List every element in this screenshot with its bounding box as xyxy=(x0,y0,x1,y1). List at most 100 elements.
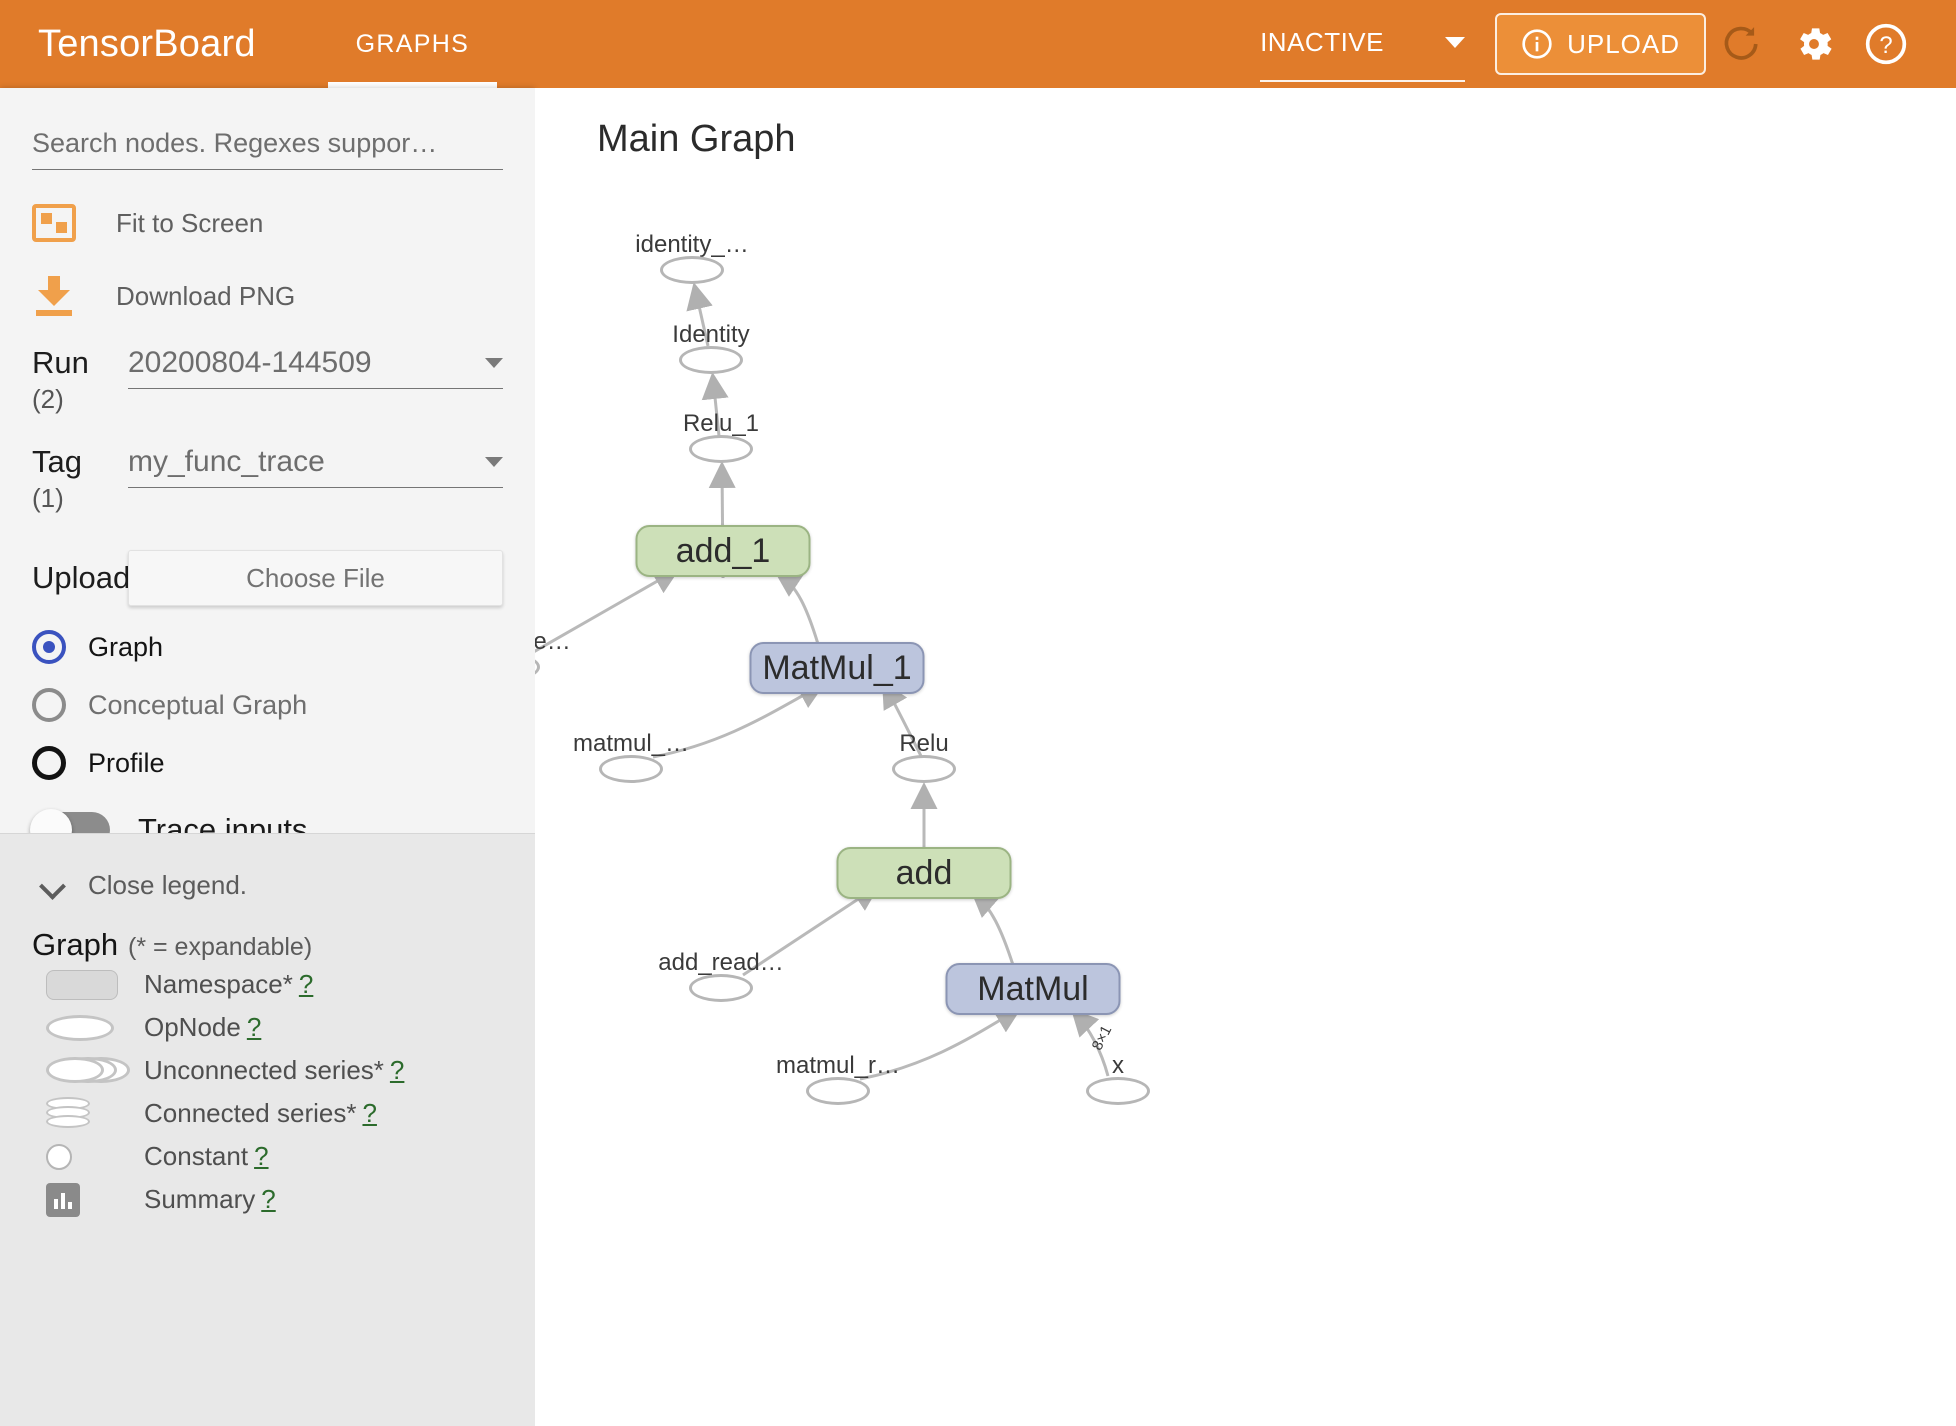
summary-swatch xyxy=(32,1182,144,1217)
opnode-swatch xyxy=(32,1014,144,1041)
search-placeholder: Search nodes. Regexes suppor… xyxy=(32,128,438,158)
radio-graph-indicator xyxy=(32,630,66,664)
node-add-1[interactable]: add_1 xyxy=(635,525,811,577)
legend-item-unconnected-series: Unconnected series*? xyxy=(32,1049,503,1092)
legend-opnode-label: OpNode? xyxy=(144,1012,262,1042)
node-matmul-read-1[interactable] xyxy=(599,755,663,783)
radio-conceptual-graph-indicator xyxy=(32,688,66,722)
help-button[interactable]: ? xyxy=(1850,8,1922,80)
legend-title: Graph xyxy=(32,927,119,962)
close-legend-button[interactable]: Close legend. xyxy=(32,870,503,901)
search-input[interactable]: Search nodes. Regexes suppor… xyxy=(32,128,503,170)
radio-graph[interactable]: Graph xyxy=(32,630,503,664)
node-relu[interactable] xyxy=(892,755,956,783)
help-link[interactable]: ? xyxy=(246,1012,262,1042)
tab-graphs[interactable]: GRAPHS xyxy=(327,0,498,88)
settings-button[interactable] xyxy=(1778,8,1850,80)
radio-conceptual-graph-label: Conceptual Graph xyxy=(88,689,308,720)
legend-unconnected-series-label: Unconnected series*? xyxy=(144,1055,405,1085)
help-link[interactable]: ? xyxy=(389,1055,405,1085)
radio-profile-indicator xyxy=(32,746,66,780)
download-icon xyxy=(32,276,76,316)
download-png-button[interactable]: Download PNG xyxy=(32,276,503,316)
node-relu-1[interactable] xyxy=(689,435,753,463)
run-value: 20200804-144509 xyxy=(128,346,372,379)
node-add[interactable]: add xyxy=(836,847,1012,899)
run-status-value: INACTIVE xyxy=(1260,26,1384,57)
page-title: Main Graph xyxy=(597,118,796,160)
run-select[interactable]: 20200804-144509 xyxy=(128,346,503,389)
upload-button-label: UPLOAD xyxy=(1567,28,1680,59)
run-count: (2) xyxy=(32,384,64,414)
refresh-icon xyxy=(1724,26,1758,60)
tag-label-group: Tag (1) xyxy=(32,445,128,514)
upload-label: Upload xyxy=(32,560,131,595)
run-status-select[interactable]: INACTIVE xyxy=(1260,26,1466,82)
legend-item-namespace: Namespace*? xyxy=(32,963,503,1006)
refresh-button[interactable] xyxy=(1706,8,1778,80)
radio-profile[interactable]: Profile xyxy=(32,746,503,780)
close-legend-label: Close legend. xyxy=(88,870,247,900)
choose-file-button[interactable]: Choose File xyxy=(128,550,503,606)
legend-note: (* = expandable) xyxy=(128,933,313,961)
run-selector-row: Run (2) 20200804-144509 xyxy=(32,346,503,415)
node-matmul[interactable]: MatMul xyxy=(945,963,1121,1015)
graph-canvas[interactable]: Main Graph xyxy=(535,88,1956,1426)
svg-text:?: ? xyxy=(1879,32,1892,59)
download-png-label: Download PNG xyxy=(116,280,296,311)
legend-item-connected-series: Connected series*? xyxy=(32,1092,503,1135)
graph-edges xyxy=(535,282,1110,1081)
chevron-down-icon xyxy=(485,457,503,467)
sidebar: Search nodes. Regexes suppor… Fit to Scr… xyxy=(0,88,535,1426)
node-identity-out[interactable] xyxy=(660,256,724,284)
upload-button[interactable]: UPLOAD xyxy=(1495,13,1706,75)
legend-title-row: Graph (* = expandable) xyxy=(32,927,503,963)
help-link[interactable]: ? xyxy=(261,1184,276,1214)
tag-count: (1) xyxy=(32,483,64,513)
radio-graph-label: Graph xyxy=(88,631,164,662)
legend-panel: Close legend. Graph (* = expandable) Nam… xyxy=(0,833,535,1426)
radio-conceptual-graph[interactable]: Conceptual Graph xyxy=(32,688,503,722)
chevron-down-icon xyxy=(485,358,503,368)
fit-to-screen-label: Fit to Screen xyxy=(116,207,264,238)
help-link[interactable]: ? xyxy=(254,1141,269,1171)
node-matmul-label: MatMul xyxy=(977,969,1089,1008)
info-icon xyxy=(1522,29,1552,59)
run-label-group: Run (2) xyxy=(32,346,128,415)
tab-graphs-label: GRAPHS xyxy=(355,29,470,58)
top-bar-right-group: INACTIVE UPLOAD xyxy=(1260,7,1922,82)
main-layout: Search nodes. Regexes suppor… Fit to Scr… xyxy=(0,88,1956,1426)
node-matmul-1-label: MatMul_1 xyxy=(762,648,912,687)
nav-tabs: GRAPHS xyxy=(327,0,498,88)
legend-item-constant: Constant? xyxy=(32,1135,503,1178)
tag-value: my_func_trace xyxy=(128,445,325,478)
connected-series-swatch xyxy=(32,1096,144,1131)
tag-selector-row: Tag (1) my_func_trace xyxy=(32,445,503,514)
help-link[interactable]: ? xyxy=(298,969,314,999)
tag-select[interactable]: my_func_trace xyxy=(128,445,503,488)
chevron-down-icon xyxy=(40,873,66,899)
tag-label: Tag xyxy=(32,444,82,479)
node-x[interactable] xyxy=(1086,1077,1150,1105)
unconnected-series-swatch xyxy=(32,1056,144,1085)
legend-summary-label: Summary? xyxy=(144,1184,276,1214)
node-identity[interactable] xyxy=(679,346,743,374)
node-matmul-1[interactable]: MatMul_1 xyxy=(749,642,925,694)
legend-item-opnode: OpNode? xyxy=(32,1006,503,1049)
node-add-1-label: add_1 xyxy=(675,531,771,570)
help-link[interactable]: ? xyxy=(362,1098,377,1128)
fit-to-screen-icon xyxy=(32,204,76,242)
run-label: Run xyxy=(32,345,89,380)
choose-file-label: Choose File xyxy=(246,562,385,593)
gear-icon xyxy=(1800,28,1832,60)
legend-constant-label: Constant? xyxy=(144,1141,269,1171)
upload-row: Upload Choose File xyxy=(32,550,503,606)
help-icon: ? xyxy=(1865,23,1907,65)
app-brand: TensorBoard xyxy=(38,22,256,65)
fit-to-screen-button[interactable]: Fit to Screen xyxy=(32,204,503,242)
node-add-read[interactable] xyxy=(689,974,753,1002)
node-matmul-read[interactable] xyxy=(806,1077,870,1105)
radio-profile-label: Profile xyxy=(88,747,165,778)
namespace-swatch xyxy=(32,969,144,1000)
